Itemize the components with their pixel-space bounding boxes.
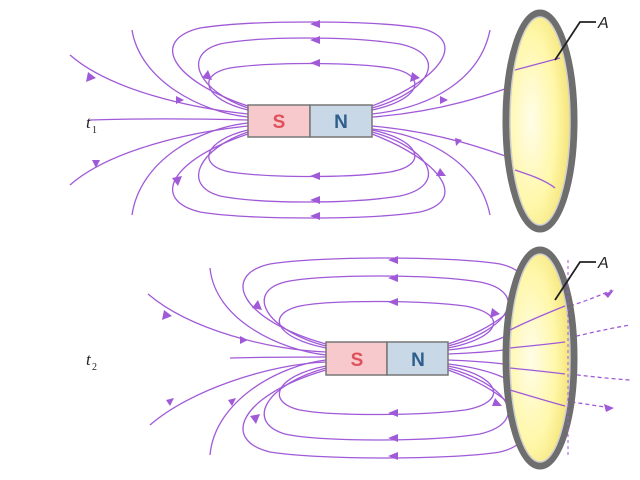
field-arrow	[250, 414, 260, 424]
field-arrow	[172, 176, 182, 186]
field-arrow	[388, 274, 398, 282]
field-line	[208, 62, 416, 111]
field-line	[371, 29, 491, 115]
field-arrow	[310, 36, 320, 44]
area-label-t2: A	[597, 255, 609, 272]
time-subscript-t1: 1	[92, 125, 97, 136]
area-leader-t1	[554, 21, 596, 61]
field-line	[198, 131, 430, 203]
field-line	[509, 305, 566, 331]
field-line	[198, 37, 430, 109]
panel-t2: t 2	[86, 246, 631, 470]
field-line	[209, 267, 327, 356]
field-arrow	[310, 20, 320, 28]
field-line	[209, 359, 327, 456]
field-line	[131, 122, 249, 216]
field-arrow	[388, 452, 398, 460]
field-line	[509, 389, 566, 407]
field-arrow	[310, 172, 320, 180]
field-line	[69, 54, 249, 115]
field-arrow	[388, 256, 398, 264]
field-line	[149, 361, 327, 426]
south-pole	[325, 341, 388, 376]
field-arrow	[240, 336, 248, 344]
field-arrow	[388, 434, 398, 442]
field-arrow	[252, 300, 262, 310]
bar-magnet-t2: S N	[325, 341, 449, 376]
field-line	[229, 356, 327, 359]
wire-loop-t2	[502, 246, 578, 470]
wire-loop-t1	[502, 9, 578, 233]
field-line	[89, 118, 249, 121]
time-label-t1: t	[86, 113, 92, 132]
field-arrow	[492, 398, 502, 406]
field-arrow	[388, 298, 398, 306]
field-line	[509, 367, 566, 375]
field-line	[278, 365, 495, 416]
north-label: N	[411, 350, 425, 371]
bar-magnet-t1: S N	[247, 104, 373, 138]
north-label: N	[334, 112, 348, 133]
field-line	[278, 300, 495, 349]
field-arrow	[436, 168, 446, 176]
field-arrow	[310, 196, 320, 204]
area-leader-t2	[554, 261, 596, 301]
field-arrow	[604, 404, 614, 412]
field-arrow	[310, 59, 320, 67]
field-line	[208, 129, 416, 178]
north-pole	[309, 104, 373, 138]
field-arrow	[490, 308, 500, 318]
field-arrow	[388, 409, 398, 417]
field-line	[371, 128, 491, 216]
time-subscript-t2: 2	[92, 362, 97, 373]
area-label-t1: A	[597, 15, 609, 32]
field-arrow	[202, 70, 212, 80]
field-arrow	[176, 96, 184, 104]
field-arrow	[410, 72, 420, 82]
field-arrow	[92, 160, 100, 168]
field-line	[514, 169, 556, 189]
time-label-t2: t	[86, 350, 92, 369]
field-line	[172, 21, 446, 107]
field-line	[131, 29, 249, 118]
field-line	[69, 125, 249, 186]
north-pole	[386, 341, 449, 376]
south-label: S	[273, 112, 286, 133]
south-pole	[247, 104, 311, 138]
field-arrow	[166, 398, 174, 406]
panel-t1: t 1	[69, 9, 609, 233]
field-line	[509, 341, 566, 349]
field-arrow	[604, 290, 614, 298]
field-line	[147, 293, 327, 353]
south-label: S	[351, 350, 364, 371]
field-arrow	[162, 310, 172, 320]
field-arrow	[310, 212, 320, 220]
field-arrow	[440, 96, 448, 104]
field-arrow	[228, 398, 236, 406]
field-arrow	[455, 138, 462, 146]
field-arrow	[86, 72, 96, 82]
